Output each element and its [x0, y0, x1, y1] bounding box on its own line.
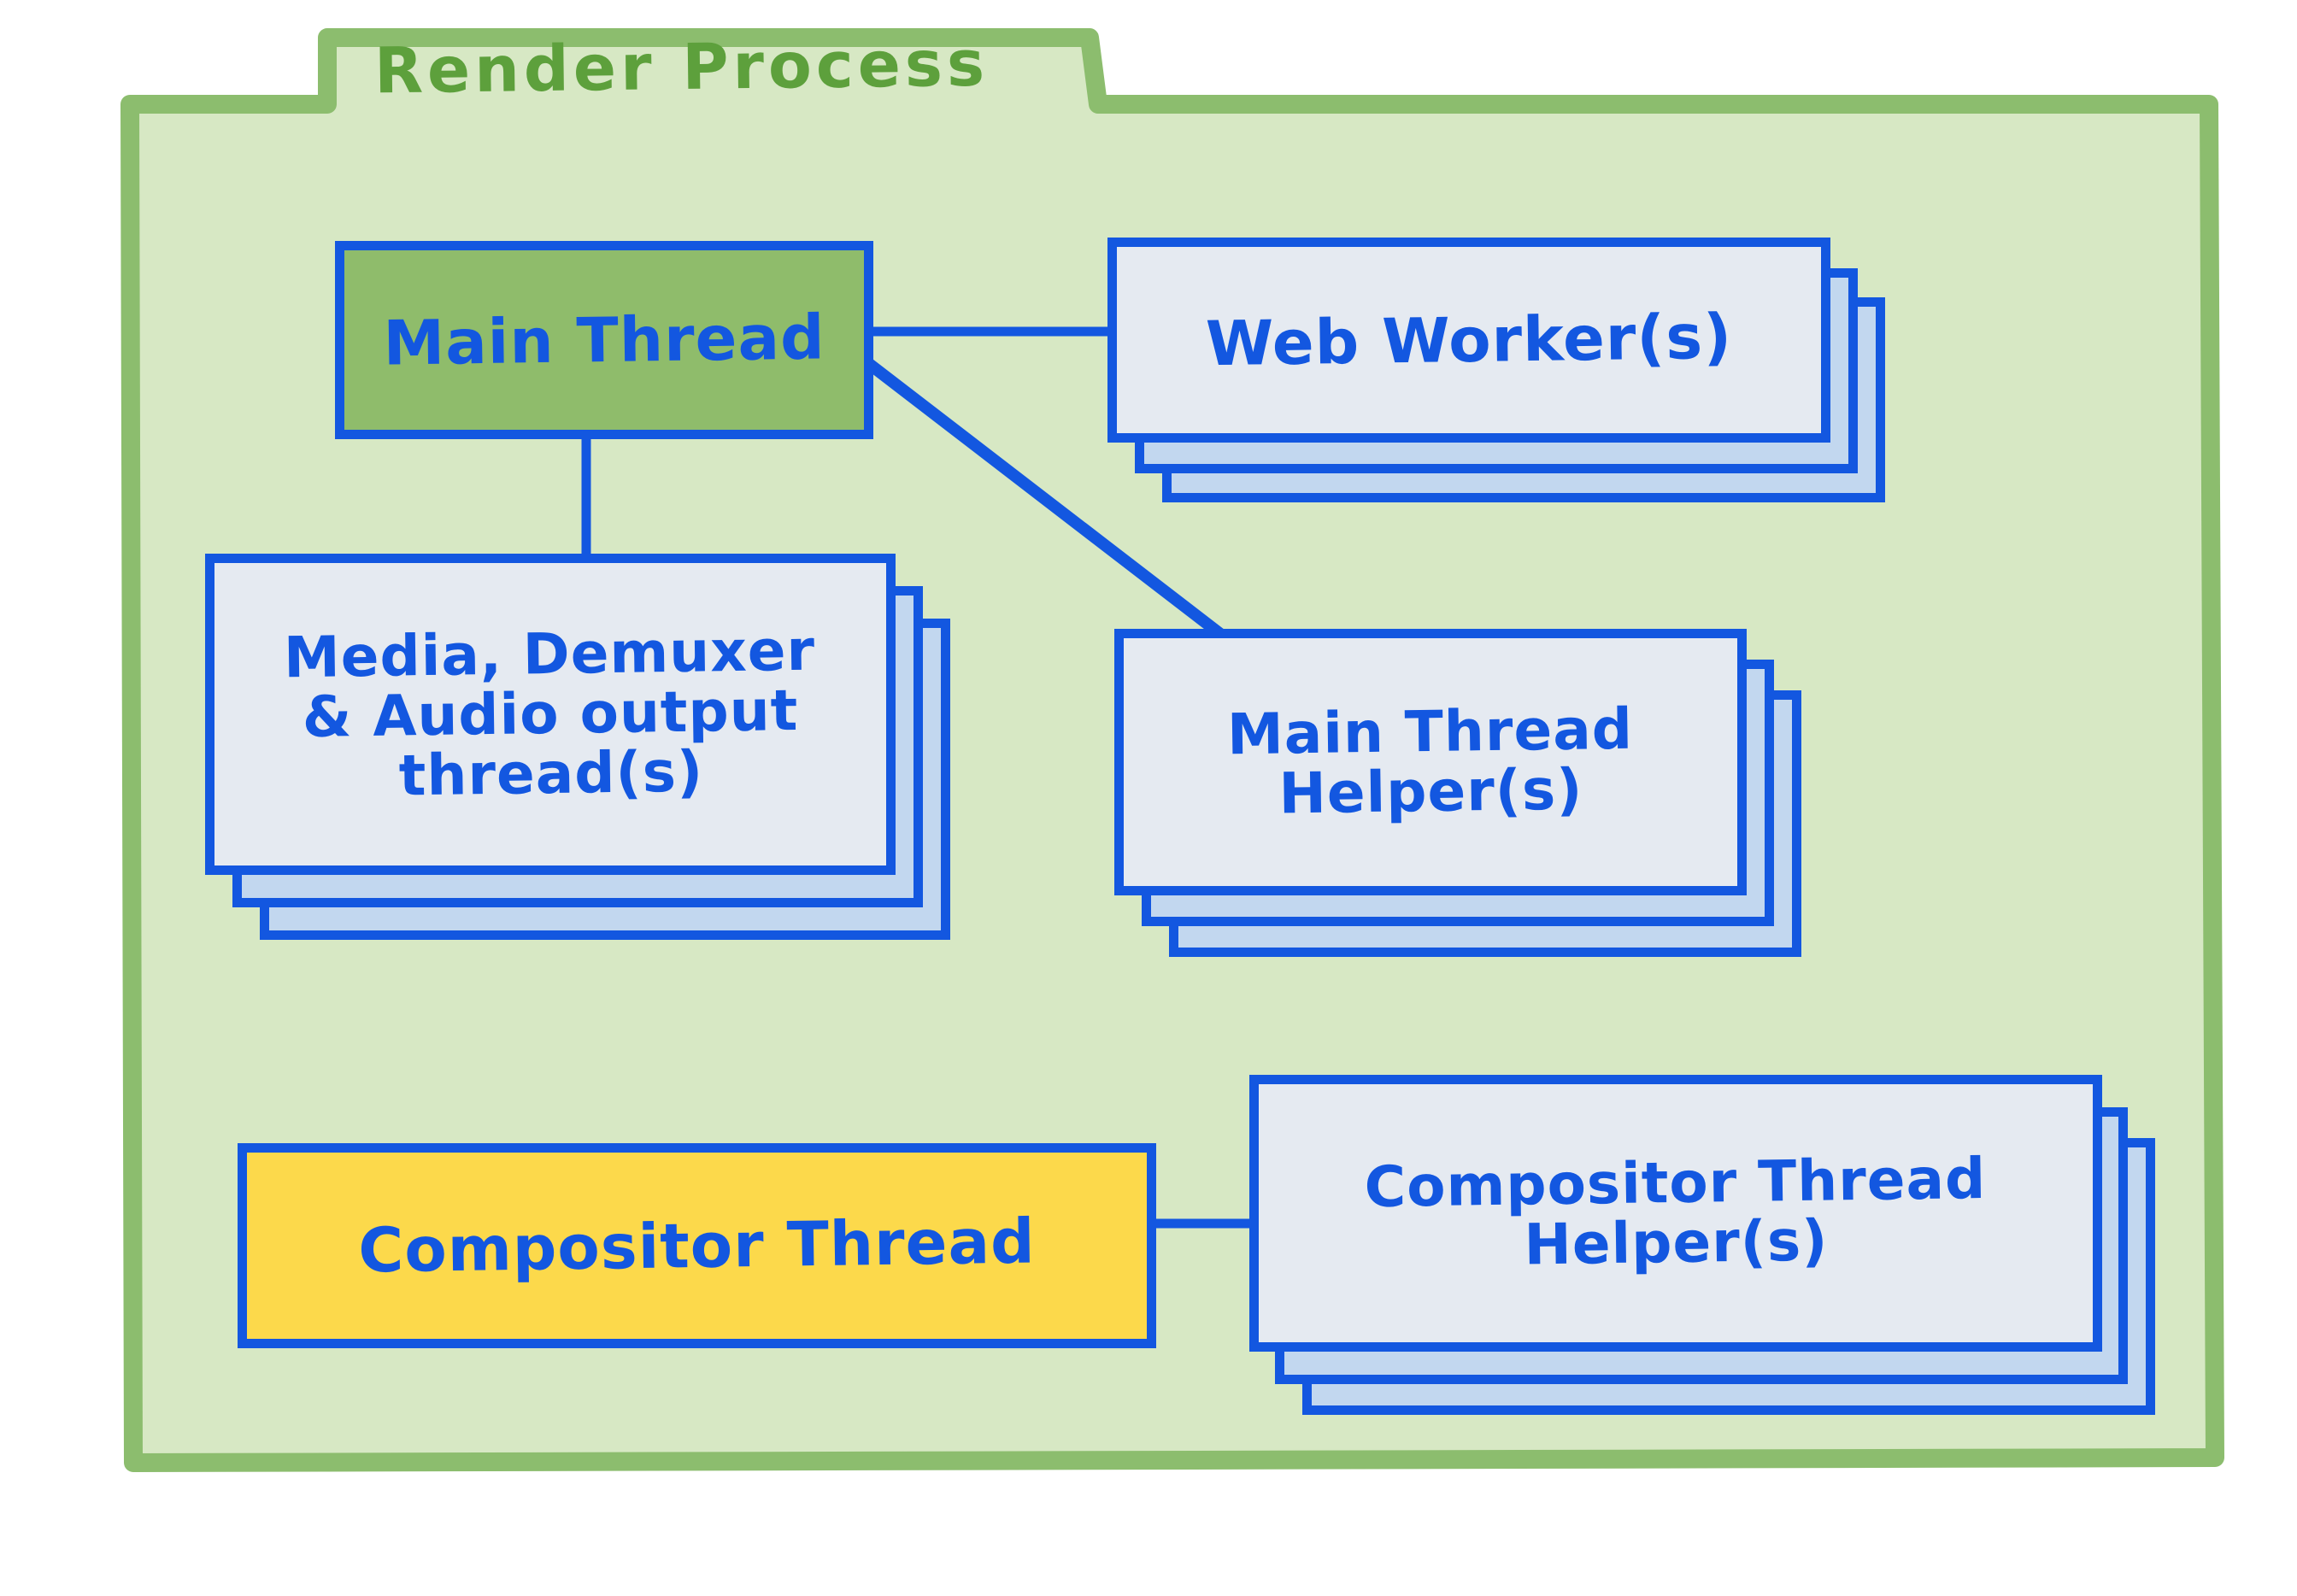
node-main-thread-helpers[interactable]: Main Thread Helper(s) [1114, 629, 1815, 971]
media-label: Media, Demuxer & Audio output thread(s) [283, 617, 816, 809]
web-workers-label: Web Worker(s) [1205, 300, 1733, 380]
web-workers-card[interactable]: Web Worker(s) [1107, 238, 1830, 443]
node-media-demuxer-audio[interactable]: Media, Demuxer & Audio output thread(s) [205, 554, 974, 955]
main-thread-card[interactable]: Main Thread [335, 241, 873, 439]
compositor-helpers-card[interactable]: Compositor Thread Helper(s) [1249, 1075, 2102, 1352]
main-thread-helpers-card[interactable]: Main Thread Helper(s) [1114, 629, 1747, 895]
compositor-helpers-label: Compositor Thread Helper(s) [1364, 1145, 1987, 1278]
main-thread-helpers-label: Main Thread Helper(s) [1226, 695, 1634, 827]
media-card[interactable]: Media, Demuxer & Audio output thread(s) [205, 554, 896, 875]
compositor-thread-label: Compositor Thread [357, 1205, 1037, 1287]
main-thread-label: Main Thread [382, 301, 826, 379]
compositor-thread-card[interactable]: Compositor Thread [238, 1143, 1156, 1348]
page-title: Render Process [373, 26, 990, 109]
node-compositor-thread-helpers[interactable]: Compositor Thread Helper(s) [1249, 1075, 2155, 1425]
node-main-thread[interactable]: Main Thread [335, 241, 873, 439]
node-web-workers[interactable]: Web Worker(s) [1107, 238, 1885, 502]
node-compositor-thread[interactable]: Compositor Thread [238, 1143, 1156, 1348]
